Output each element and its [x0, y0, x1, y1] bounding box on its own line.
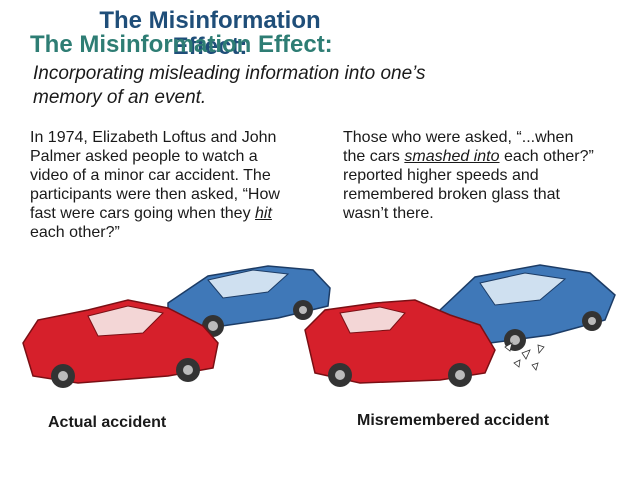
result-text-2: each other?” reported higher speeds and … — [343, 148, 594, 222]
study-description: In 1974, Elizabeth Loftus and John Palme… — [30, 128, 300, 242]
study-text-2: each other?” — [30, 224, 120, 241]
blue-car-icon — [439, 264, 616, 351]
misremembered-accident-caption: Misremembered accident — [357, 412, 550, 429]
red-car-icon — [22, 299, 219, 388]
result-text-1: Those who were asked, “...when the cars — [343, 129, 574, 165]
study-text-1: In 1974, Elizabeth Loftus and John Palme… — [30, 129, 280, 222]
slide-subtitle: Incorporating misleading information int… — [33, 63, 426, 108]
hit-word: hit — [255, 205, 272, 222]
study-result: Those who were asked, “...when the cars … — [343, 128, 598, 223]
misremembered-accident-illustration — [304, 264, 616, 387]
slide-title: The Misinformation Effect: — [30, 31, 333, 58]
broken-glass-icon — [504, 342, 545, 371]
slide-title-shadow: The Misinformation Effect: — [99, 7, 321, 60]
red-car-icon — [304, 299, 496, 387]
smashed-into-words: smashed into — [404, 148, 500, 165]
blue-car-icon — [167, 265, 331, 337]
actual-accident-illustration — [22, 265, 331, 388]
actual-accident-caption: Actual accident — [48, 414, 167, 431]
